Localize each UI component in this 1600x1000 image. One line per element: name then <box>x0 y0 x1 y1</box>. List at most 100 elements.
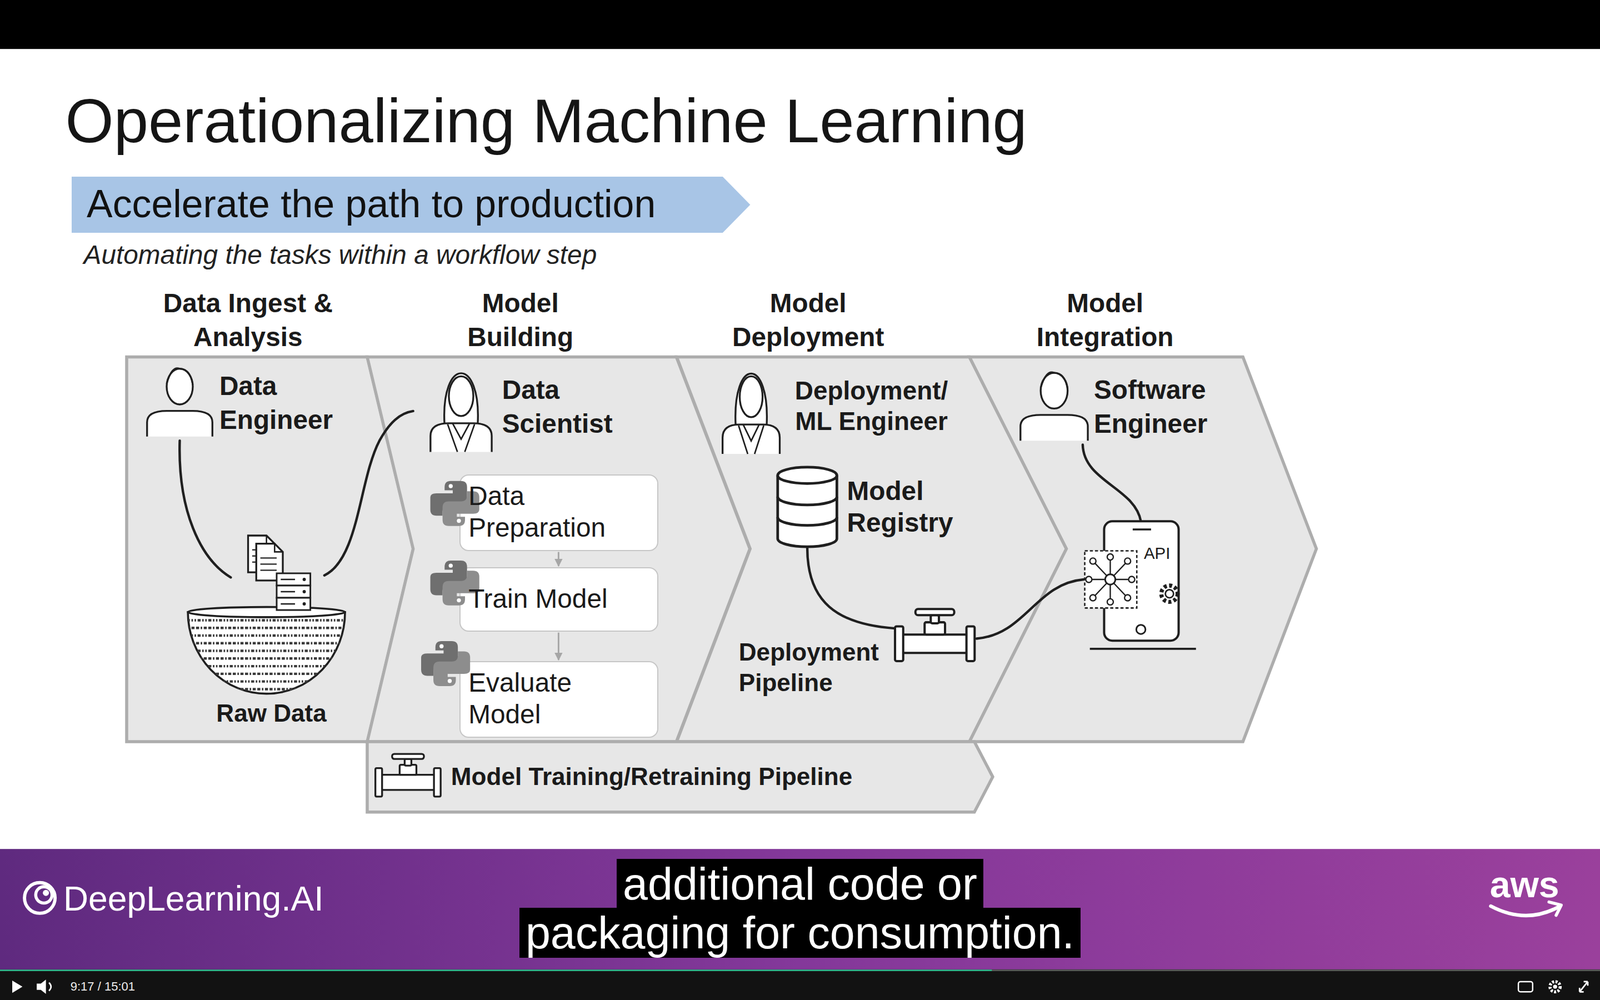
server-slot <box>280 591 295 593</box>
role-label: Software Engineer <box>1093 373 1227 441</box>
play-button <box>12 980 23 993</box>
hair <box>1040 372 1068 389</box>
head <box>448 376 474 417</box>
network-node <box>1124 558 1131 565</box>
chevron-shape <box>367 357 750 742</box>
stage-heading: Data Ingest & Analysis <box>120 286 376 354</box>
python-eye <box>448 484 453 489</box>
pipe-flange <box>433 768 441 797</box>
python-snake <box>433 651 470 687</box>
role-label: Deployment/ ML Engineer <box>783 375 960 437</box>
art-group <box>324 357 750 742</box>
item-label: Model Registry <box>846 475 969 539</box>
chevron-shape <box>367 741 993 813</box>
captions-icon <box>1518 981 1533 992</box>
bowl-rim <box>187 607 345 618</box>
network-node <box>1090 595 1097 602</box>
valve-stem <box>405 758 412 766</box>
data-scientist-icon <box>430 373 492 452</box>
leader-wire <box>807 547 895 629</box>
documents-server-icon <box>247 535 310 610</box>
network-icon <box>1084 551 1137 609</box>
head <box>739 376 763 418</box>
document-line <box>260 563 277 565</box>
binary-row <box>183 665 350 668</box>
python-eye <box>456 518 461 523</box>
phone-base <box>1090 647 1197 650</box>
volume-wave <box>48 982 52 992</box>
api-label: API <box>1143 543 1179 563</box>
process-box: Train Model <box>459 567 659 632</box>
aws-smile <box>1490 906 1558 916</box>
video-subtitle: additional code or packaging for consump… <box>519 858 1081 958</box>
brand-logo-text: DeepLearning.AI <box>63 878 324 918</box>
binary-pattern <box>183 620 350 698</box>
software-engineer-icon <box>1020 372 1088 441</box>
network-node <box>1128 576 1135 583</box>
logo-ring <box>24 882 55 914</box>
pipe-flange <box>895 626 904 662</box>
footer-band <box>0 848 1600 972</box>
server-led <box>302 577 306 582</box>
box-text: Data Preparation <box>460 480 658 544</box>
stage-heading: Model Integration <box>1020 286 1190 354</box>
database-body <box>777 475 838 548</box>
slide-title: Operationalizing Machine Learning <box>65 85 1028 158</box>
item-label: Deployment Pipeline <box>738 636 893 698</box>
shoulders <box>722 424 780 454</box>
subtitle-text: Automating the tasks within a workflow s… <box>83 240 598 270</box>
settings-icon <box>1550 981 1560 992</box>
leader-wire <box>976 579 1084 639</box>
model-registry-database <box>777 467 838 547</box>
phone-button <box>1136 625 1146 635</box>
leader-wire <box>179 440 231 578</box>
label-holder: Automating the tasks within a workflow s… <box>83 238 819 272</box>
phone-body <box>1103 521 1179 642</box>
data-engineer-icon <box>146 368 213 437</box>
volume-icon <box>36 979 47 994</box>
network-node <box>1124 595 1131 602</box>
database-top <box>777 467 838 484</box>
label-holder: DeepLearning.AI <box>63 878 390 919</box>
banner-arrow: Accelerate the path to production <box>71 176 750 233</box>
server-slot <box>280 603 295 605</box>
leader-wire <box>1082 445 1142 522</box>
flow-arrow <box>557 552 560 567</box>
gear-hub <box>1165 590 1174 599</box>
network-node <box>1107 598 1114 605</box>
leader-wire <box>324 411 414 576</box>
shoulders <box>146 411 213 437</box>
logo-dot <box>42 890 49 897</box>
pipeline-valve-icon <box>375 753 441 797</box>
role-label: Data Engineer <box>219 369 348 437</box>
phone-speaker <box>1132 528 1152 531</box>
database-band <box>777 496 838 525</box>
binary-row <box>183 619 350 622</box>
python-logo <box>421 641 470 687</box>
hair <box>166 368 193 385</box>
video-control-bar <box>0 969 1600 1000</box>
collar <box>447 423 475 453</box>
hair <box>444 373 479 426</box>
label-holder: additional code or packaging for consump… <box>516 859 1084 958</box>
document-line <box>260 557 277 559</box>
valve-handle <box>915 609 955 616</box>
network-frame <box>1084 551 1137 609</box>
hair <box>735 373 768 427</box>
deployment-pipeline-valve <box>895 609 975 662</box>
settings-hub <box>1553 984 1558 989</box>
aws-logo-text: aws <box>1490 863 1560 905</box>
banner-shape <box>71 176 750 233</box>
binary-row <box>183 680 350 683</box>
pipeline-label: Model Training/Retraining Pipeline <box>451 741 982 813</box>
flow-arrow <box>557 632 560 660</box>
box-text: Evaluate Model <box>460 667 658 731</box>
binary-row <box>183 688 350 691</box>
document-line <box>260 570 277 572</box>
pipe-flange <box>966 626 975 662</box>
art-group <box>421 641 470 687</box>
shoulders <box>1020 415 1088 441</box>
server-unit <box>276 573 311 586</box>
chevron-shape <box>126 357 414 742</box>
